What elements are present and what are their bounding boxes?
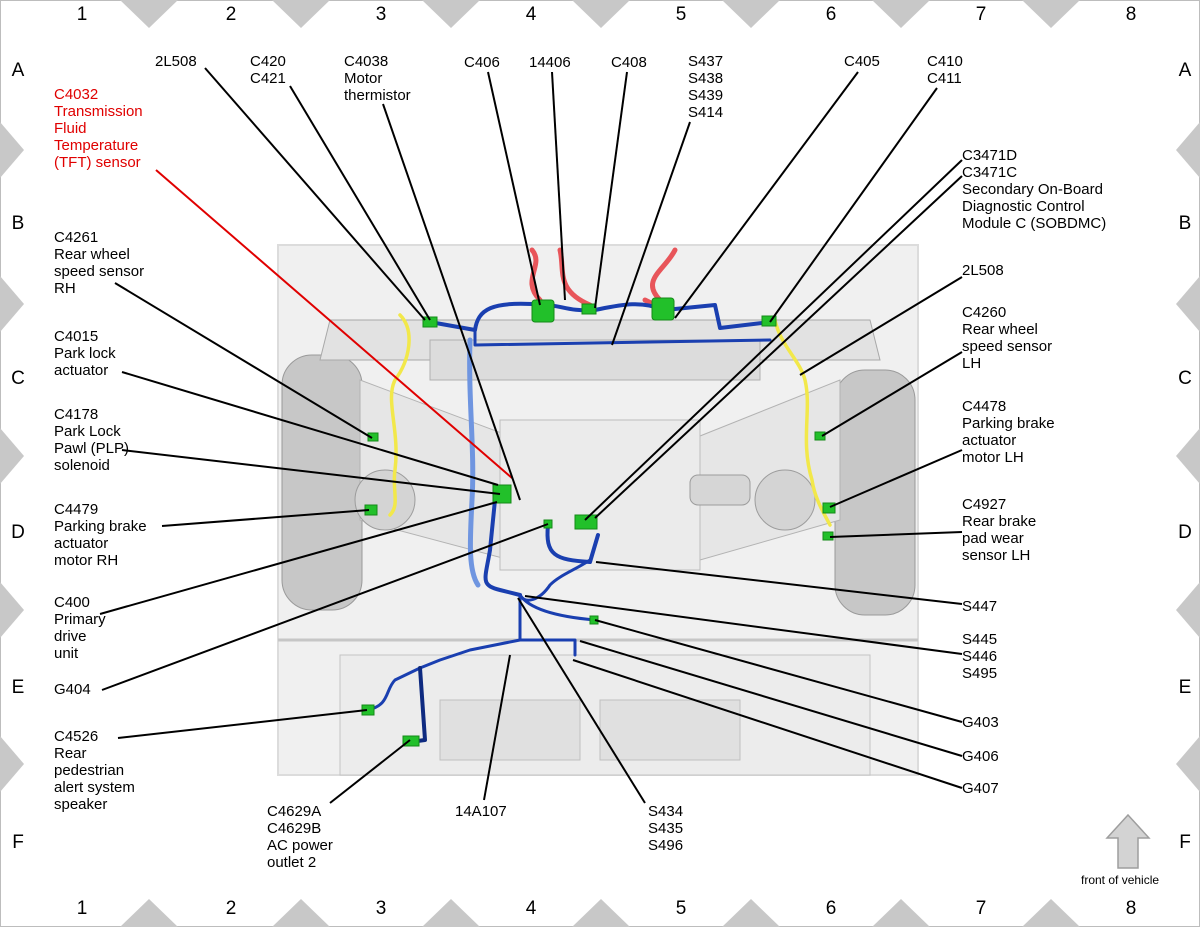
row-label-right: C bbox=[1178, 368, 1192, 389]
callout-2l508-rh: 2L508 bbox=[155, 53, 197, 70]
column-label-bottom: 1 bbox=[76, 898, 88, 919]
row-label-left: B bbox=[11, 213, 25, 234]
callout-c420-c421: C420 C421 bbox=[250, 53, 286, 87]
column-label-top: 6 bbox=[825, 4, 837, 25]
column-label-bottom: 3 bbox=[375, 898, 387, 919]
leader-line-c4038 bbox=[382, 103, 521, 501]
callout-g406: G406 bbox=[962, 748, 999, 765]
callout-c410-c411: C410 C411 bbox=[927, 53, 963, 87]
leader-line-c3471 bbox=[584, 159, 963, 521]
leader-line-g404 bbox=[101, 523, 549, 691]
row-label-left: A bbox=[11, 60, 25, 81]
leader-line-g403 bbox=[594, 619, 963, 723]
column-label-top: 7 bbox=[975, 4, 987, 25]
leader-line-s445 bbox=[524, 595, 963, 655]
leader-line-c4032 bbox=[155, 169, 513, 479]
callout-s447: S447 bbox=[962, 598, 998, 615]
callout-14a107: 14A107 bbox=[455, 803, 507, 820]
leader-line-2l508-rh bbox=[204, 67, 426, 321]
row-label-left: F bbox=[12, 832, 24, 853]
callout-c4032: C4032 Transmission Fluid Temperature (TF… bbox=[54, 86, 143, 171]
leader-line-c4526 bbox=[117, 709, 368, 739]
row-label-right: F bbox=[1179, 832, 1191, 853]
leader-line-s437 bbox=[611, 121, 691, 346]
column-label-top: 4 bbox=[525, 4, 537, 25]
callout-c4015: C4015 Park lock actuator bbox=[54, 328, 116, 379]
callout-s437: S437 S438 S439 S414 bbox=[688, 53, 724, 121]
leader-lines bbox=[99, 67, 963, 804]
callout-2l508-lh: 2L508 bbox=[962, 262, 1004, 279]
leader-line-c410 bbox=[769, 87, 938, 323]
callout-14406: 14406 bbox=[529, 54, 571, 71]
column-label-top: 8 bbox=[1125, 4, 1137, 25]
callout-c408: C408 bbox=[611, 54, 647, 71]
leader-line-c4015 bbox=[121, 371, 499, 486]
leader-line-c405 bbox=[674, 71, 859, 319]
callout-c4927: C4927 Rear brake pad wear sensor LH bbox=[962, 496, 1037, 564]
column-label-bottom: 6 bbox=[825, 898, 837, 919]
leader-line-c4478 bbox=[829, 449, 963, 508]
leader-line-c4260 bbox=[821, 351, 963, 437]
connectors bbox=[361, 297, 836, 747]
callout-c4478: C4478 Parking brake actuator motor LH bbox=[962, 398, 1055, 466]
row-label-left: E bbox=[11, 677, 25, 698]
callout-g403: G403 bbox=[962, 714, 999, 731]
column-label-bottom: 4 bbox=[525, 898, 537, 919]
row-label-left: D bbox=[11, 522, 25, 543]
leader-line-14a107 bbox=[483, 654, 511, 801]
callout-c400: C400 Primary drive unit bbox=[54, 594, 106, 662]
callout-c3471: C3471D C3471C Secondary On-Board Diagnos… bbox=[962, 147, 1107, 232]
row-label-left: C bbox=[11, 368, 25, 389]
callout-g404: G404 bbox=[54, 681, 91, 698]
callout-c4178: C4178 Park Lock Pawl (PLP) solenoid bbox=[54, 406, 130, 474]
row-label-right: A bbox=[1178, 60, 1192, 81]
row-label-right: B bbox=[1178, 213, 1192, 234]
callout-c4629: C4629A C4629B AC power outlet 2 bbox=[267, 803, 333, 871]
leader-line-s447 bbox=[595, 561, 963, 605]
column-label-bottom: 8 bbox=[1125, 898, 1137, 919]
callout-c405: C405 bbox=[844, 53, 880, 70]
callout-c406: C406 bbox=[464, 54, 500, 71]
leader-line-c3471b bbox=[594, 175, 963, 519]
column-label-bottom: 2 bbox=[225, 898, 237, 919]
leader-line-c4479 bbox=[161, 509, 370, 527]
leader-line-c420 bbox=[289, 85, 431, 321]
column-label-top: 5 bbox=[675, 4, 687, 25]
column-label-top: 1 bbox=[76, 4, 88, 25]
callout-c4261: C4261 Rear wheel speed sensor RH bbox=[54, 229, 145, 297]
row-label-right: E bbox=[1178, 677, 1192, 698]
callout-s445: S445 S446 S495 bbox=[962, 631, 998, 682]
leader-line-g406 bbox=[579, 640, 963, 757]
callout-s434: S434 S435 S496 bbox=[648, 803, 684, 854]
callout-c4038: C4038 Motor thermistor bbox=[344, 53, 411, 104]
column-label-top: 2 bbox=[225, 4, 237, 25]
callout-g407: G407 bbox=[962, 780, 999, 797]
callout-c4479: C4479 Parking brake actuator motor RH bbox=[54, 501, 147, 569]
callout-c4526: C4526 Rear pedestrian alert system speak… bbox=[54, 728, 135, 813]
front-arrow-icon bbox=[1105, 813, 1151, 869]
callout-c4260: C4260 Rear wheel speed sensor LH bbox=[962, 304, 1053, 372]
column-label-bottom: 5 bbox=[675, 898, 687, 919]
leader-line-2l508-lh bbox=[799, 276, 963, 376]
leader-line-g407 bbox=[572, 659, 963, 789]
leader-line-c400 bbox=[99, 501, 498, 615]
leader-line-s434 bbox=[517, 597, 646, 804]
leader-line-c408 bbox=[594, 71, 628, 309]
leader-line-c4261 bbox=[114, 282, 373, 439]
leader-line-c4178 bbox=[121, 449, 501, 495]
column-label-bottom: 7 bbox=[975, 898, 987, 919]
leader-line-14406 bbox=[551, 71, 566, 301]
row-label-right: D bbox=[1178, 522, 1192, 543]
column-label-top: 3 bbox=[375, 4, 387, 25]
leader-line-c4927 bbox=[829, 531, 963, 538]
leader-line-c406 bbox=[487, 71, 541, 306]
leader-line-c4629 bbox=[329, 739, 411, 804]
front-of-vehicle-label: front of vehicle bbox=[1081, 873, 1160, 887]
